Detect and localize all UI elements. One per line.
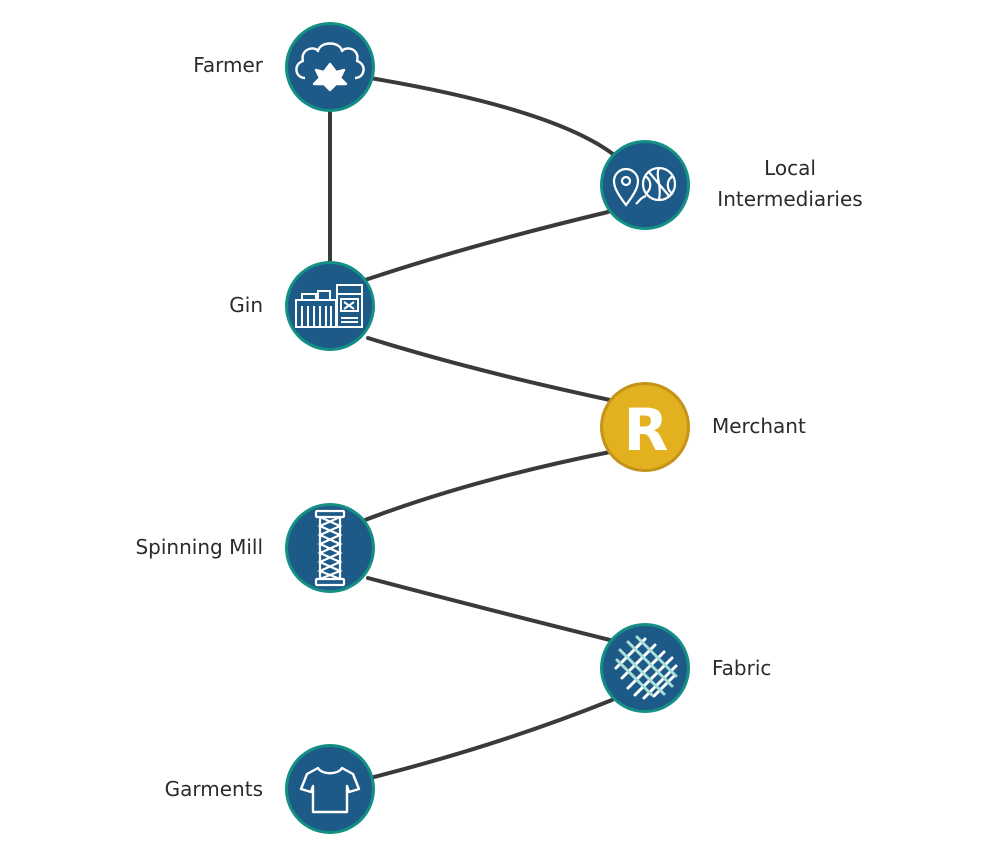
local-intermediaries-label-line2: Intermediaries [717, 187, 863, 211]
woven-fabric-icon [614, 635, 678, 700]
spinning-mill-label: Spinning Mill [135, 535, 263, 559]
connector-farmer-intermediaries [368, 76, 620, 160]
node-local-intermediaries [600, 140, 690, 230]
factory-icon [295, 284, 363, 328]
node-spinning-mill [285, 503, 375, 593]
letter-r-icon: R [624, 396, 669, 464]
node-fabric [600, 623, 690, 713]
farmer-label: Farmer [193, 53, 263, 77]
connector-gin-merchant [366, 336, 612, 402]
fabric-label: Fabric [712, 656, 772, 680]
cotton-icon [295, 42, 365, 92]
spool-icon [314, 509, 346, 587]
local-intermediaries-label: Local Intermediaries [705, 153, 875, 215]
node-merchant: R [600, 382, 690, 472]
connector-intermediaries-gin [363, 210, 610, 282]
node-gin [285, 261, 375, 351]
gin-label: Gin [229, 293, 263, 317]
map-pin-globe-icon [612, 166, 677, 207]
connector-spinning-fabric [366, 576, 612, 642]
garments-label: Garments [164, 777, 263, 801]
merchant-label: Merchant [712, 414, 806, 438]
connector-fabric-garments [368, 698, 614, 780]
node-garments [285, 744, 375, 834]
local-intermediaries-label-line1: Local [764, 156, 816, 180]
connector-merchant-spinning [363, 450, 612, 522]
node-farmer [285, 22, 375, 112]
t-shirt-icon [299, 766, 361, 814]
